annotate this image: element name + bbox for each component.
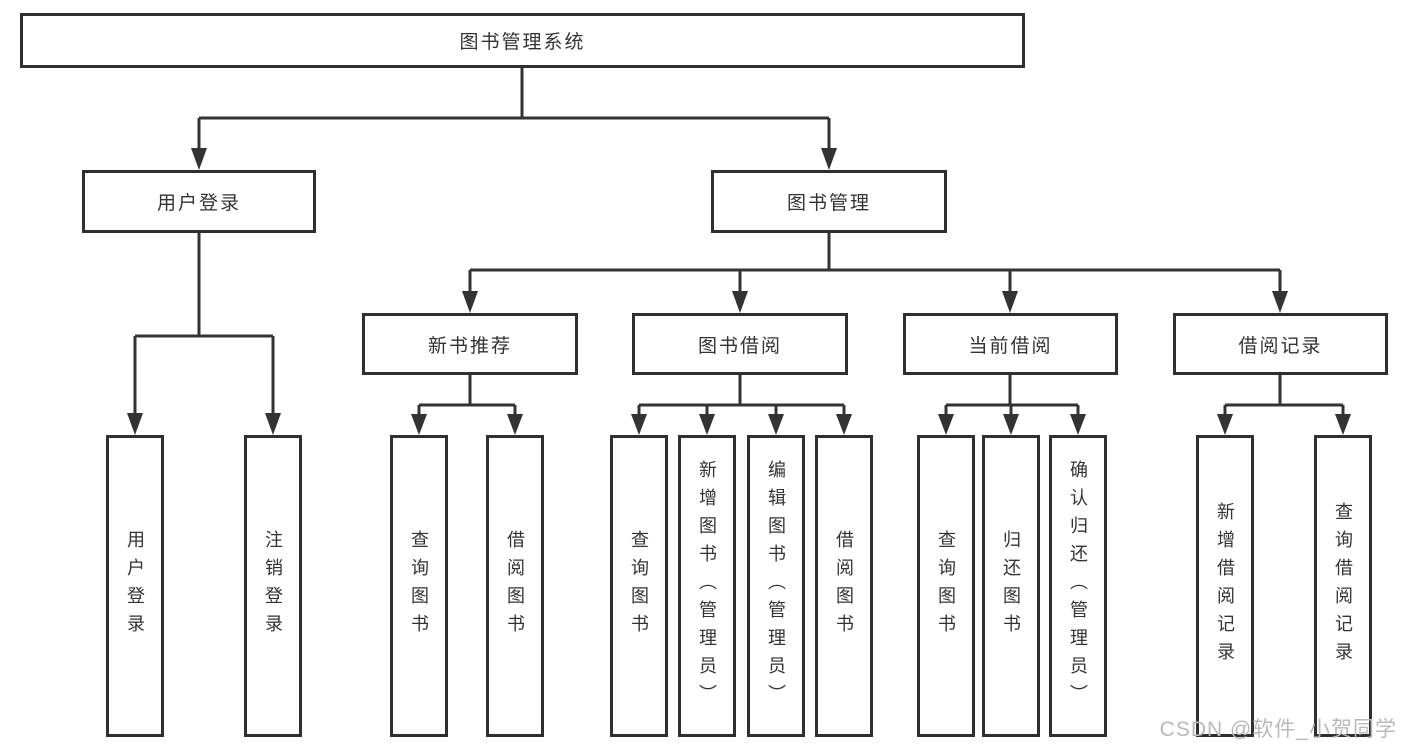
node-label: 图书借阅 bbox=[697, 335, 782, 357]
node-book-borrow: 图书借阅 bbox=[632, 313, 848, 375]
node-borrow-records: 借阅记录 bbox=[1173, 313, 1388, 375]
arrowheads bbox=[127, 148, 1351, 435]
arrow-down-icon bbox=[1002, 291, 1018, 313]
arrow-down-icon bbox=[127, 413, 143, 435]
arrow-down-icon bbox=[631, 414, 647, 435]
node-new-book-recommend: 新书推荐 bbox=[362, 313, 578, 375]
node-user-login: 用户登录 bbox=[82, 170, 316, 233]
node-book-management: 图书管理 bbox=[711, 170, 947, 233]
leaf-return-books: 归还图书 bbox=[982, 435, 1040, 737]
node-label: 新增借阅记录 bbox=[1215, 502, 1235, 670]
arrow-down-icon bbox=[507, 414, 523, 435]
node-label: 用户登录 bbox=[156, 193, 241, 214]
node-label: 当前借阅 bbox=[968, 335, 1053, 357]
connector-records-to-leaves bbox=[1223, 375, 1345, 414]
leaf-add-borrow-record: 新增借阅记录 bbox=[1196, 435, 1254, 737]
node-label: 新书推荐 bbox=[427, 335, 512, 357]
node-label: 编辑图书（管理员） bbox=[766, 460, 786, 712]
connector-userlogin-to-leaves bbox=[133, 233, 275, 413]
node-library-management-system: 图书管理系统 bbox=[20, 13, 1025, 68]
node-label: 借阅图书 bbox=[505, 530, 525, 642]
leaf-confirm-return-admin: 确认归还（管理员） bbox=[1049, 435, 1107, 737]
leaf-query-books-recommend: 查询图书 bbox=[390, 435, 448, 737]
connector-root-to-level2 bbox=[197, 68, 831, 148]
connector-bookborrow-to-leaves bbox=[637, 375, 846, 414]
leaf-query-books-borrow: 查询图书 bbox=[610, 435, 668, 737]
leaf-logout: 注销登录 bbox=[244, 435, 302, 737]
arrow-down-icon bbox=[1070, 414, 1086, 435]
node-label: 图书管理系统 bbox=[459, 32, 586, 53]
connector-newbook-to-leaves bbox=[417, 375, 517, 414]
arrow-down-icon bbox=[1272, 291, 1288, 313]
node-label: 借阅图书 bbox=[834, 530, 854, 642]
arrow-down-icon bbox=[938, 414, 954, 435]
arrow-down-icon bbox=[1217, 414, 1233, 435]
node-label: 查询图书 bbox=[409, 530, 429, 642]
leaf-query-borrow-record: 查询借阅记录 bbox=[1314, 435, 1372, 737]
arrow-down-icon bbox=[768, 414, 784, 435]
arrow-down-icon bbox=[732, 291, 748, 313]
node-label: 查询图书 bbox=[629, 530, 649, 642]
node-label: 确认归还（管理员） bbox=[1068, 460, 1088, 712]
connector-bookmgmt-to-level3 bbox=[468, 233, 1282, 291]
leaf-query-books-current: 查询图书 bbox=[917, 435, 975, 737]
leaf-edit-book-admin: 编辑图书（管理员） bbox=[747, 435, 805, 737]
arrow-down-icon bbox=[836, 414, 852, 435]
arrow-down-icon bbox=[1003, 414, 1019, 435]
connector-currentborrow-to-leaves bbox=[944, 375, 1080, 414]
node-label: 借阅记录 bbox=[1238, 335, 1323, 357]
arrow-down-icon bbox=[462, 291, 478, 313]
arrow-down-icon bbox=[265, 413, 281, 435]
leaf-borrow-books-recommend: 借阅图书 bbox=[486, 435, 544, 737]
leaf-borrow-books: 借阅图书 bbox=[815, 435, 873, 737]
leaf-add-book-admin: 新增图书（管理员） bbox=[678, 435, 736, 737]
leaf-user-login: 用户登录 bbox=[106, 435, 164, 737]
node-label: 图书管理 bbox=[786, 193, 871, 214]
arrow-down-icon bbox=[821, 148, 837, 170]
node-label: 查询借阅记录 bbox=[1333, 502, 1353, 670]
node-label: 归还图书 bbox=[1001, 530, 1021, 642]
node-label: 新增图书（管理员） bbox=[697, 460, 717, 712]
arrow-down-icon bbox=[191, 148, 207, 170]
node-label: 查询图书 bbox=[936, 530, 956, 642]
csdn-watermark: CSDN @软件_小贺同学 bbox=[1159, 718, 1397, 741]
node-label: 注销登录 bbox=[263, 530, 283, 642]
node-label: 用户登录 bbox=[125, 530, 145, 642]
arrow-down-icon bbox=[699, 414, 715, 435]
arrow-down-icon bbox=[411, 414, 427, 435]
node-current-borrow: 当前借阅 bbox=[903, 313, 1118, 375]
arrow-down-icon bbox=[1335, 414, 1351, 435]
